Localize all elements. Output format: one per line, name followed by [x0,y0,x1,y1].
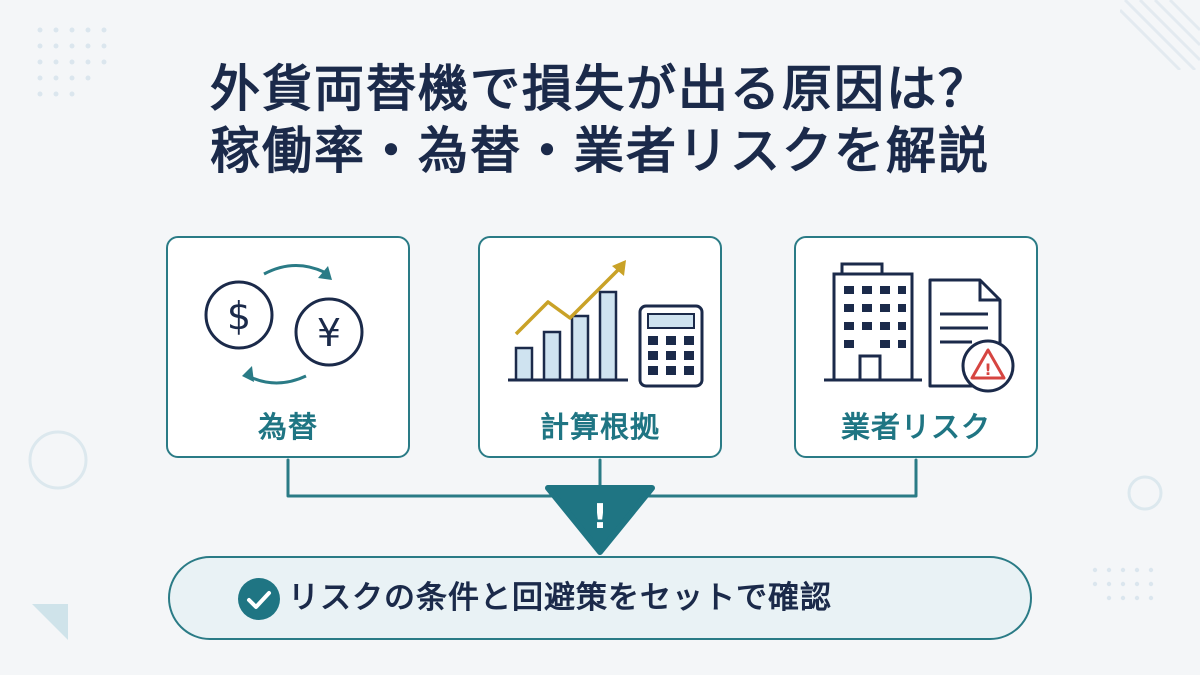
title-line-2: 稼働率・為替・業者リスクを解説 [210,122,990,180]
card-label-calculation-basis: 計算根拠 [539,410,660,444]
dollar-symbol: $ [227,294,251,338]
card-calculation-basis: 計算根拠 [478,236,722,458]
chart-calculator-icon [508,260,704,388]
card-exchange: $ ¥ 為替 [166,236,410,458]
card-vendor-risk: ! 業者リスク [794,236,1038,458]
check-circle-icon [238,578,280,620]
title-line-1: 外貨両替機で損失が出る原因は？ [210,60,990,118]
yen-symbol: ¥ [317,311,341,355]
alert-exclamation: ! [984,360,991,379]
result-banner: リスクの条件と回避策をセットで確認 [168,556,1032,640]
result-text: リスクの条件と回避策をセットで確認 [288,580,832,616]
page-title: 外貨両替機で損失が出る原因は？ 稼働率・為替・業者リスクを解説 [0,58,1200,182]
card-label-exchange: 為替 [257,410,318,444]
currency-exchange-icon: $ ¥ [204,263,364,385]
card-label-vendor-risk: 業者リスク [840,410,991,444]
building-document-warning-icon: ! [824,262,1015,393]
